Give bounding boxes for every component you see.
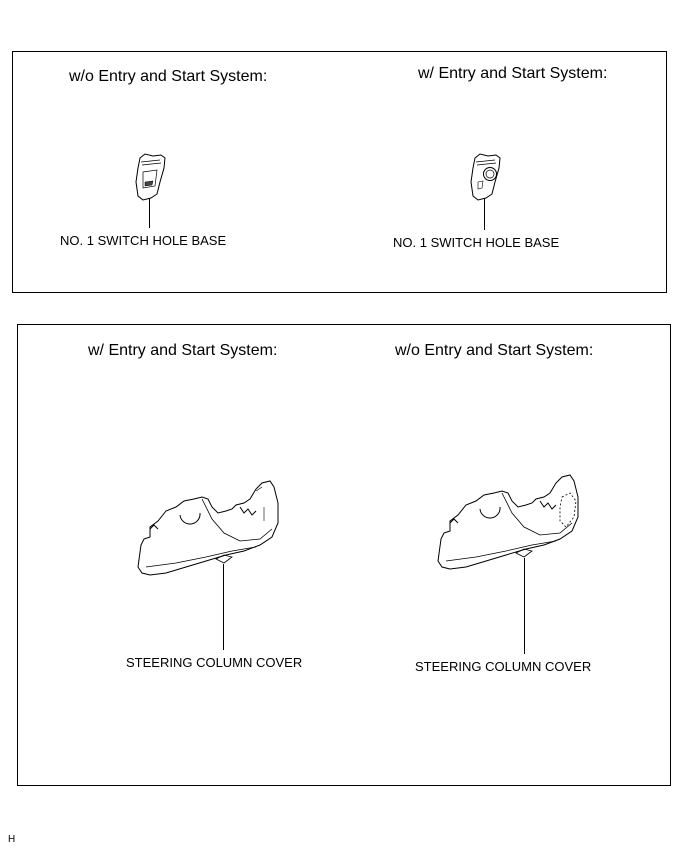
steering-column-cover-icon	[136, 477, 286, 587]
switch-hole-base-with-switch-icon	[468, 152, 504, 207]
leader-line-top-left	[149, 198, 150, 228]
heading-top-left: w/o Entry and Start System:	[69, 68, 268, 85]
leader-line-bottom-left	[223, 564, 224, 650]
heading-bottom-left: w/ Entry and Start System:	[88, 342, 278, 359]
leader-line-top-right	[484, 198, 485, 230]
steering-column-cover-with-cutout-icon	[436, 471, 586, 581]
figure-code: H	[8, 834, 16, 845]
label-top-left: NO. 1 SWITCH HOLE BASE	[60, 233, 227, 248]
switch-hole-base-plain-icon	[133, 152, 169, 207]
top-panel: w/o Entry and Start System: w/ Entry and…	[12, 51, 667, 293]
heading-bottom-right: w/o Entry and Start System:	[395, 342, 594, 359]
heading-top-right: w/ Entry and Start System:	[418, 65, 608, 82]
label-bottom-left: STEERING COLUMN COVER	[126, 655, 303, 670]
leader-line-bottom-right	[524, 558, 525, 654]
bottom-panel: w/ Entry and Start System: w/o Entry and…	[17, 324, 671, 786]
label-top-right: NO. 1 SWITCH HOLE BASE	[393, 235, 560, 250]
label-bottom-right: STEERING COLUMN COVER	[415, 659, 592, 674]
